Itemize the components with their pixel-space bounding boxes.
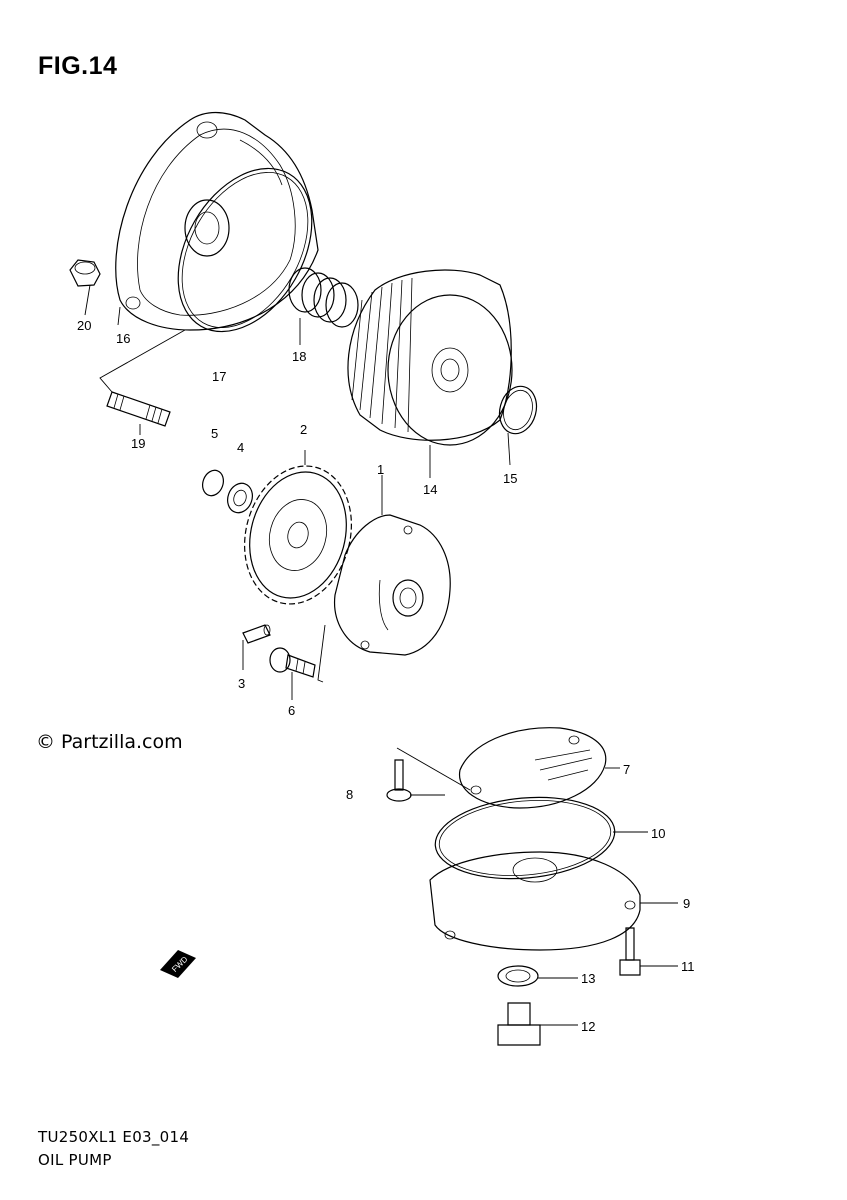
callout-20[interactable]: 20 xyxy=(77,318,91,333)
copyright-notice: © Partzilla.com xyxy=(36,731,183,753)
callout-10[interactable]: 10 xyxy=(651,826,665,841)
callout-1[interactable]: 1 xyxy=(377,462,384,477)
dowel-pin-part[interactable] xyxy=(242,624,271,644)
callout-18[interactable]: 18 xyxy=(292,349,306,364)
callout-16[interactable]: 16 xyxy=(116,331,130,346)
cap-nut-part[interactable] xyxy=(69,259,101,287)
callout-4[interactable]: 4 xyxy=(237,440,244,455)
callout-15[interactable]: 15 xyxy=(503,471,517,486)
callout-14[interactable]: 14 xyxy=(423,482,437,497)
callout-11[interactable]: 11 xyxy=(681,959,695,974)
callout-7[interactable]: 7 xyxy=(623,762,630,777)
oil-pump-assembly-part[interactable] xyxy=(333,514,451,656)
circlip-part[interactable] xyxy=(199,467,227,498)
large-o-ring-part[interactable] xyxy=(151,145,339,355)
callout-12[interactable]: 12 xyxy=(581,1019,595,1034)
figure-title: FIG.14 xyxy=(38,52,118,80)
forward-arrow-icon: FWD xyxy=(160,950,196,978)
gasket-part[interactable] xyxy=(459,727,607,809)
spring-part[interactable] xyxy=(288,267,359,328)
callout-3[interactable]: 3 xyxy=(238,676,245,691)
oil-filter-cover-part[interactable] xyxy=(115,111,319,331)
washer-part[interactable] xyxy=(224,480,257,516)
leader-lines xyxy=(84,284,678,1026)
pump-bolt-part[interactable] xyxy=(269,647,316,678)
callout-17[interactable]: 17 xyxy=(212,369,226,384)
cap-o-ring-part[interactable] xyxy=(432,790,618,885)
callout-6[interactable]: 6 xyxy=(288,703,295,718)
callout-5[interactable]: 5 xyxy=(211,426,218,441)
oil-pan-cover-part[interactable] xyxy=(429,851,641,951)
screw-part[interactable] xyxy=(386,759,412,802)
stud-bolt-part[interactable] xyxy=(106,391,171,427)
callout-9[interactable]: 9 xyxy=(683,896,690,911)
oil-pump-gear-part[interactable] xyxy=(230,454,367,616)
callout-19[interactable]: 19 xyxy=(131,436,145,451)
oil-filter-part[interactable] xyxy=(347,269,513,446)
small-o-ring-part[interactable] xyxy=(494,382,541,438)
cover-bolt-part[interactable] xyxy=(619,927,641,976)
model-code: TU250XL1 E03_014 xyxy=(38,1128,190,1146)
callout-13[interactable]: 13 xyxy=(581,971,595,986)
drain-plug-part[interactable] xyxy=(497,1002,541,1046)
callout-8[interactable]: 8 xyxy=(346,787,353,802)
section-name: OIL PUMP xyxy=(38,1151,112,1169)
callout-2[interactable]: 2 xyxy=(300,422,307,437)
drain-gasket-part[interactable] xyxy=(497,965,539,987)
